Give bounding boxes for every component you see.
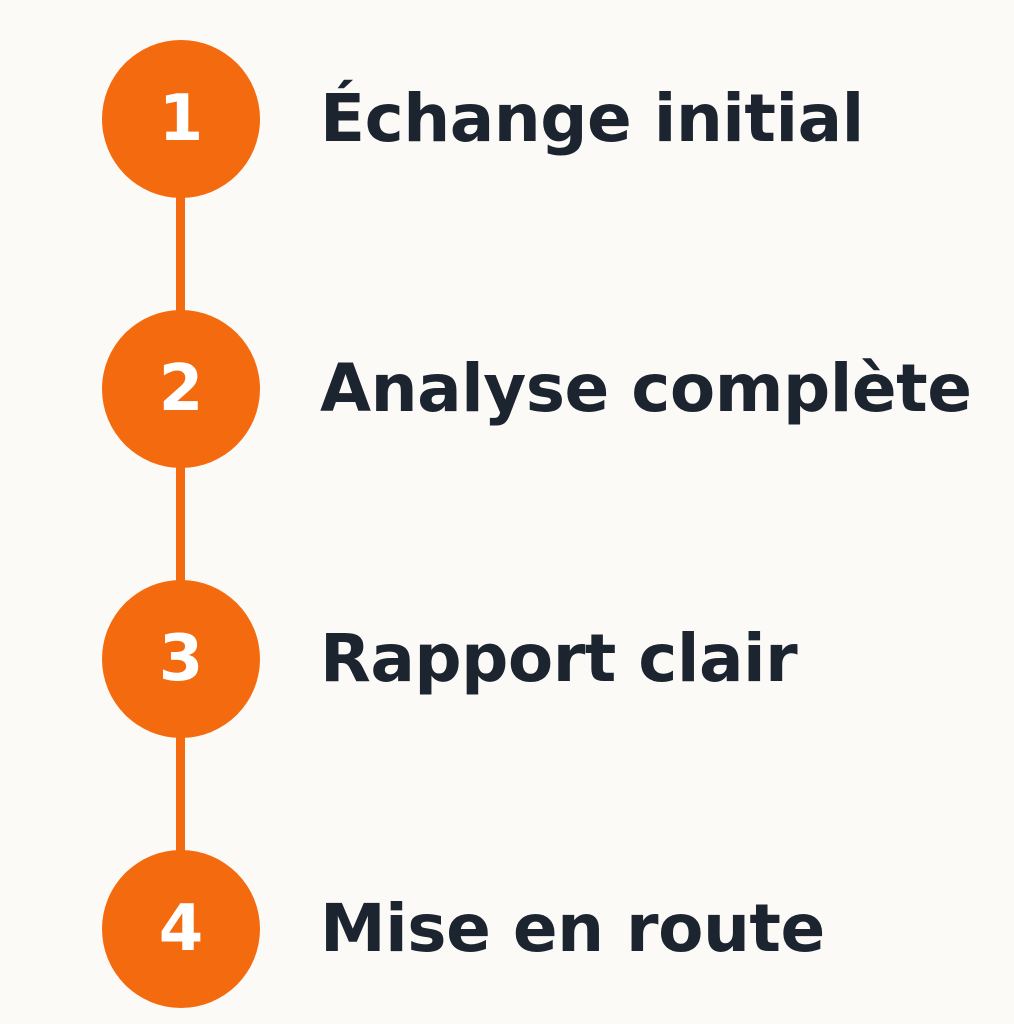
connector-line-1-2: [176, 190, 185, 320]
step-number-badge: 2: [102, 310, 260, 468]
connector-line-3-4: [176, 730, 185, 860]
step-number-badge: 1: [102, 40, 260, 198]
step-2: 2 Analyse complète: [0, 310, 1014, 470]
step-number-badge: 3: [102, 580, 260, 738]
step-3: 3 Rapport clair: [0, 580, 1014, 740]
connector-line-2-3: [176, 460, 185, 590]
step-title: Échange initial: [320, 80, 864, 157]
step-title: Mise en route: [320, 890, 825, 967]
step-title: Analyse complète: [320, 350, 972, 427]
step-1: 1 Échange initial: [0, 40, 1014, 200]
step-4: 4 Mise en route: [0, 850, 1014, 1010]
step-number-badge: 4: [102, 850, 260, 1008]
step-title: Rapport clair: [320, 620, 798, 697]
